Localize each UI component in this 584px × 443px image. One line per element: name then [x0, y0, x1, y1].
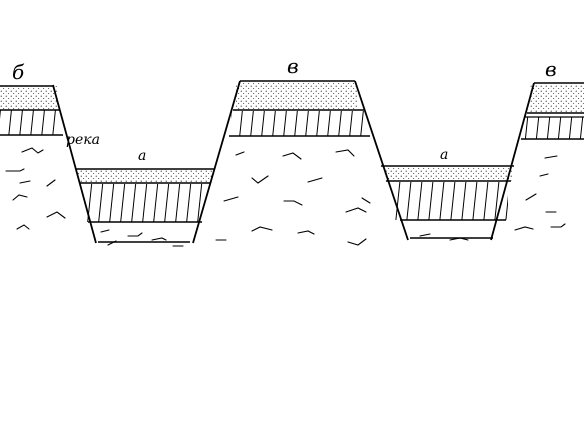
- sand-layer: [0, 86, 57, 110]
- hatched-layer: [0, 110, 63, 135]
- right-lower-terrace: [381, 165, 514, 239]
- middle-upper-terrace: [192, 80, 409, 244]
- label-river: река: [66, 132, 100, 148]
- sand-layer: [384, 167, 512, 181]
- valley-slope: [490, 82, 535, 241]
- label-upper-left: б: [12, 60, 25, 84]
- loam-texture: [5, 147, 566, 247]
- valley-slope: [192, 80, 241, 244]
- sand-layer: [78, 169, 212, 183]
- hatched-layer: [86, 184, 208, 222]
- label-upper-right: в: [545, 57, 557, 81]
- left-lower-terrace: [76, 168, 214, 243]
- label-lower-right: а: [440, 147, 448, 163]
- label-lower-left: а: [138, 148, 146, 164]
- right-upper-terrace: [490, 82, 584, 241]
- sand-layer: [236, 82, 358, 110]
- hatched-layer: [524, 117, 584, 139]
- hatched-layer: [392, 182, 508, 220]
- label-upper-middle: в: [287, 54, 299, 78]
- left-upper-terrace: [0, 84, 97, 244]
- hatched-layer: [231, 111, 367, 136]
- sand-layer: [530, 84, 584, 112]
